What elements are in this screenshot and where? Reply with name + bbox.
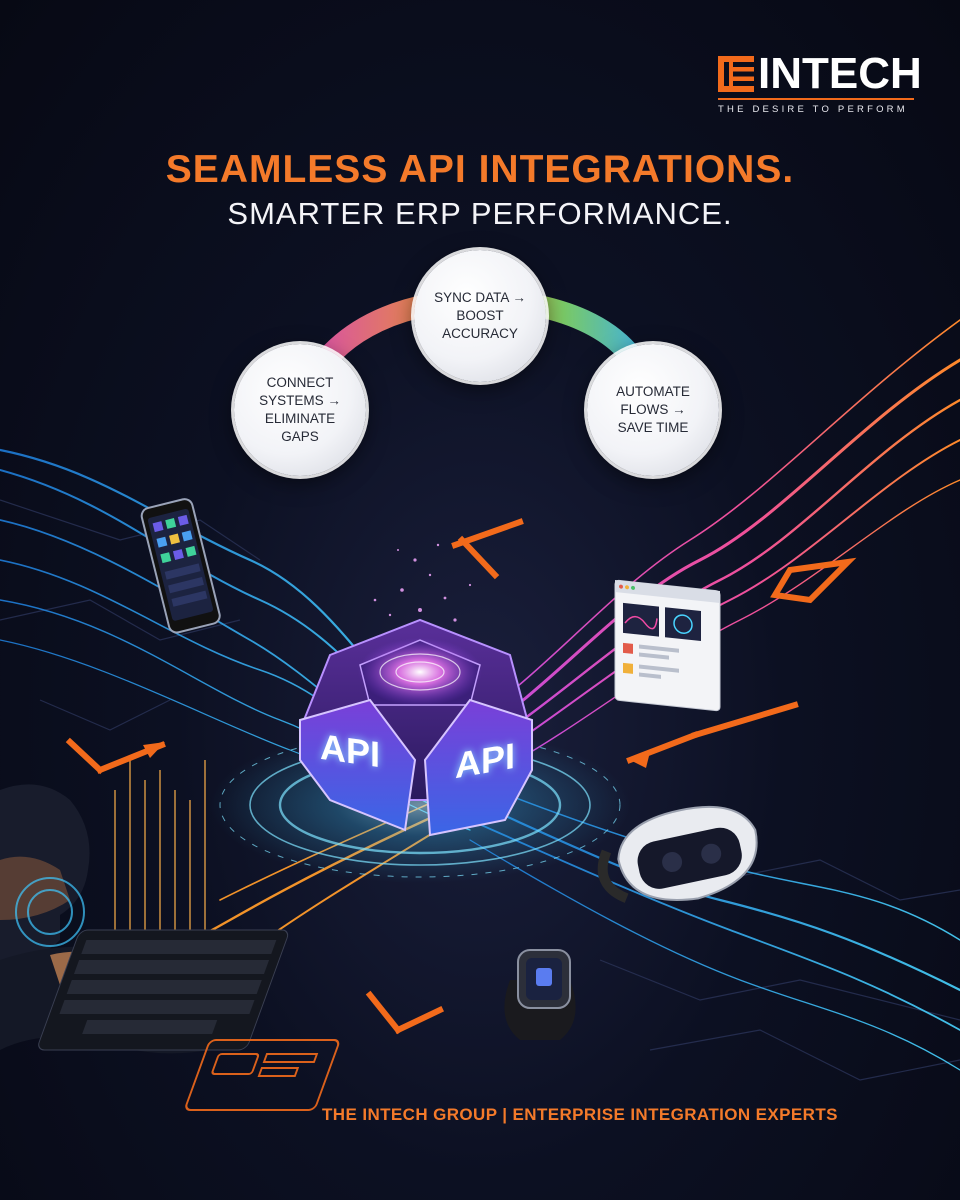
brand-name: INTECH: [758, 49, 922, 98]
feature-connect-systems: CONNECT SYSTEMS → ELIMINATE GAPS: [234, 344, 366, 476]
feature-label: AUTOMATE FLOWS → SAVE TIME: [616, 384, 690, 435]
arrow-icon: [143, 742, 165, 758]
api-hub: [298, 618, 533, 837]
footer-tagline: THE INTECH GROUP | ENTERPRISE INTEGRATIO…: [322, 1105, 838, 1124]
headline-primary: SEAMLESS API INTEGRATIONS.: [165, 148, 795, 191]
brand-tagline: THE DESIRE TO PERFORM: [718, 104, 908, 115]
feature-label: CONNECT SYSTEMS → ELIMINATE GAPS: [259, 375, 341, 444]
smartphone-icon: [140, 498, 221, 634]
keyboard-icon: [38, 929, 289, 1051]
api-label-left: API: [320, 725, 381, 776]
feature-label: SYNC DATA → BOOST ACCURACY: [434, 290, 526, 341]
feature-sync-data: SYNC DATA → BOOST ACCURACY: [414, 250, 546, 382]
brand-logo: INTECH THE DESIRE TO PERFORM: [718, 50, 922, 118]
logo-divider: [718, 98, 914, 100]
logo-mark-icon: [718, 56, 754, 92]
smartwatch-icon: [504, 949, 576, 1040]
headline-secondary: SMARTER ERP PERFORMANCE.: [227, 196, 733, 231]
browser-window-icon: [614, 579, 721, 712]
vr-headset-icon: [597, 805, 758, 903]
feature-automate-flows: AUTOMATE FLOWS → SAVE TIME: [587, 344, 719, 476]
